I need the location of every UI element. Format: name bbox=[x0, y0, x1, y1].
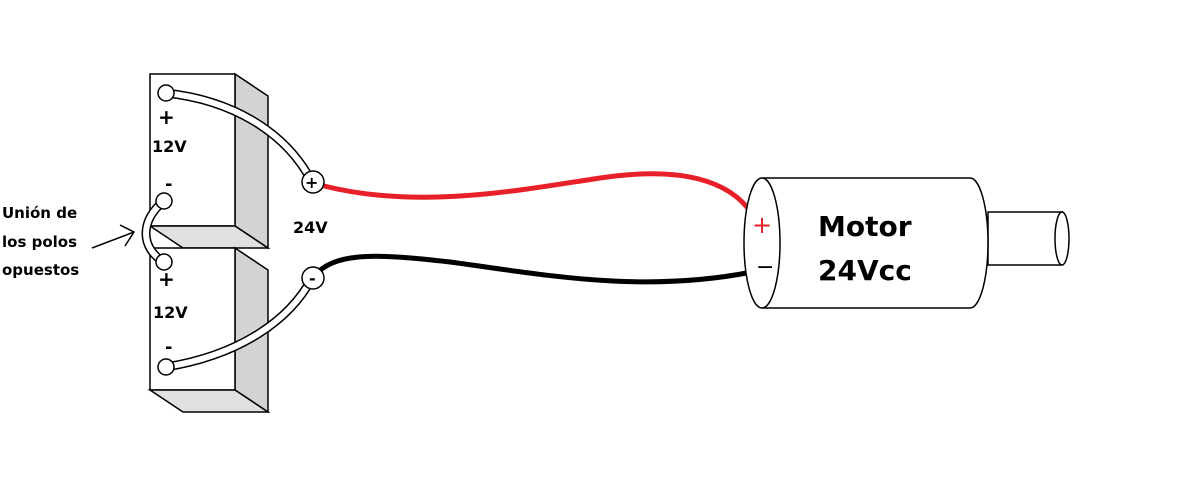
annotation-line2: los polos bbox=[2, 233, 77, 251]
terminal-top-positive bbox=[157, 84, 175, 102]
annotation-line1: Unión de bbox=[2, 204, 77, 222]
terminal-bottom-positive bbox=[155, 253, 173, 271]
output-terminal-positive bbox=[301, 170, 325, 194]
terminal-top-negative bbox=[155, 192, 173, 210]
output-neg-symbol: - bbox=[309, 269, 316, 288]
arrow-icon bbox=[91, 224, 136, 249]
output-pos-symbol: + bbox=[305, 173, 318, 192]
motor-neg-symbol: − bbox=[756, 255, 774, 280]
motor-pos-symbol: + bbox=[752, 211, 772, 239]
motor bbox=[743, 177, 1070, 309]
annotation-line3: opuestos bbox=[2, 261, 79, 279]
motor-voltage: 24Vcc bbox=[818, 254, 912, 287]
negative-wire bbox=[316, 253, 753, 285]
top-battery-neg-symbol: - bbox=[165, 174, 172, 195]
terminal-bottom-negative bbox=[157, 358, 175, 376]
output-terminal-negative bbox=[301, 266, 325, 290]
bottom-battery-neg-symbol: - bbox=[165, 337, 172, 358]
motor-label: Motor bbox=[818, 210, 912, 243]
bottom-battery-pos-symbol: + bbox=[158, 267, 175, 291]
top-battery-voltage: 12V bbox=[152, 137, 187, 156]
top-battery-pos-symbol: + bbox=[158, 105, 175, 129]
positive-wire bbox=[323, 171, 755, 216]
bottom-battery-voltage: 12V bbox=[153, 303, 188, 322]
positive-lead-cable bbox=[165, 88, 316, 185]
negative-lead-cable bbox=[165, 275, 316, 372]
output-voltage: 24V bbox=[293, 218, 328, 237]
